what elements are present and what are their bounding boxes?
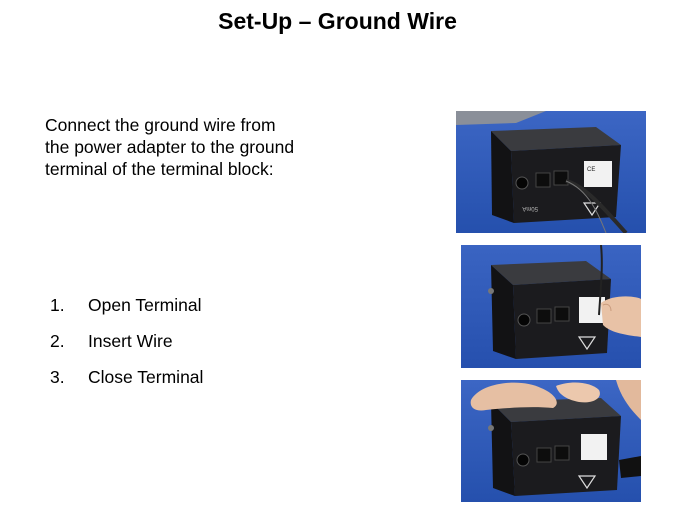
terminal-block-photo-icon: CE 50mA	[456, 111, 646, 233]
step-label: Insert Wire	[88, 331, 173, 351]
intro-text: Connect the ground wire from the power a…	[45, 114, 375, 180]
svg-text:50mA: 50mA	[522, 205, 538, 211]
step-item: 1. Open Terminal	[50, 293, 203, 329]
slide-title: Set-Up – Ground Wire	[218, 8, 457, 34]
photo-step-overview: CE 50mA	[456, 111, 646, 233]
photo-step-close-terminal	[461, 380, 641, 502]
step-item: 3. Close Terminal	[50, 365, 203, 401]
photo-step-open-terminal	[461, 245, 641, 368]
step-number: 2.	[50, 331, 65, 351]
svg-text:CE: CE	[587, 167, 595, 173]
terminal-block-photo-icon	[461, 380, 641, 502]
step-number: 1.	[50, 295, 65, 315]
step-label: Close Terminal	[88, 367, 204, 387]
steps-list: 1. Open Terminal 2. Insert Wire 3. Close…	[50, 293, 203, 401]
step-item: 2. Insert Wire	[50, 329, 203, 365]
intro-line: terminal of the terminal block:	[45, 159, 274, 179]
terminal-block-photo-icon	[461, 245, 641, 368]
step-number: 3.	[50, 367, 65, 387]
intro-line: the power adapter to the ground	[45, 137, 295, 157]
step-label: Open Terminal	[88, 295, 202, 315]
intro-line: Connect the ground wire from	[45, 115, 276, 135]
